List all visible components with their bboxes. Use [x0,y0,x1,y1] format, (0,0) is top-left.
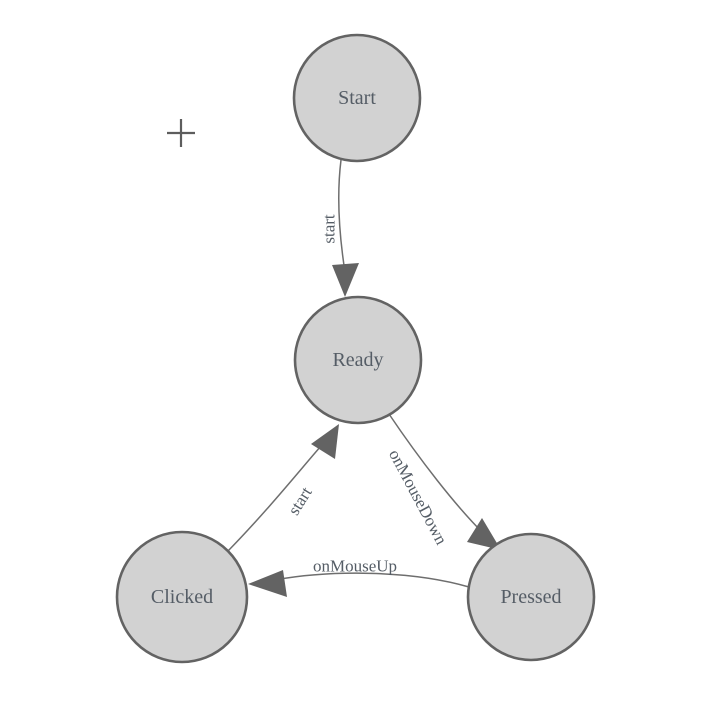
node-ready-circle[interactable] [293,295,423,425]
edge-label-start-to-ready: start [320,214,339,244]
node-clicked-label: Clicked [151,586,213,608]
node-pressed-circle[interactable] [466,532,596,662]
edge-start-to-ready-path [337,159,346,273]
node-pressed[interactable]: Pressed [466,532,596,662]
plus-crosshair-icon[interactable] [167,119,195,147]
edge-pressed-to-clicked[interactable] [248,570,470,597]
node-start-circle[interactable] [292,33,422,163]
edge-ready-to-pressed-arrowhead [467,518,501,550]
node-ready[interactable]: Ready [293,295,423,425]
edge-pressed-to-clicked-path [274,572,470,588]
node-pressed-label: Pressed [500,586,561,608]
node-start-label: Start [338,87,376,109]
edge-clicked-to-ready-path [227,445,322,552]
node-clicked[interactable]: Clicked [115,530,249,664]
edge-pressed-to-clicked-arrowhead [248,570,287,597]
edge-ready-to-pressed-path [388,413,484,534]
edge-clicked-to-ready-arrowhead [311,424,339,459]
edge-start-to-ready[interactable] [332,159,359,297]
edge-start-to-ready-arrowhead [332,263,359,297]
node-clicked-circle[interactable] [115,530,249,664]
edge-label-clicked-to-ready: start [284,483,316,518]
edge-label-ready-to-pressed: onMouseDown [385,446,451,548]
node-start[interactable]: Start [292,33,422,163]
edge-clicked-to-ready[interactable] [227,424,339,552]
edge-ready-to-pressed[interactable] [388,413,501,550]
node-ready-label: Ready [332,349,383,371]
edge-label-pressed-to-clicked: onMouseUp [313,557,397,576]
